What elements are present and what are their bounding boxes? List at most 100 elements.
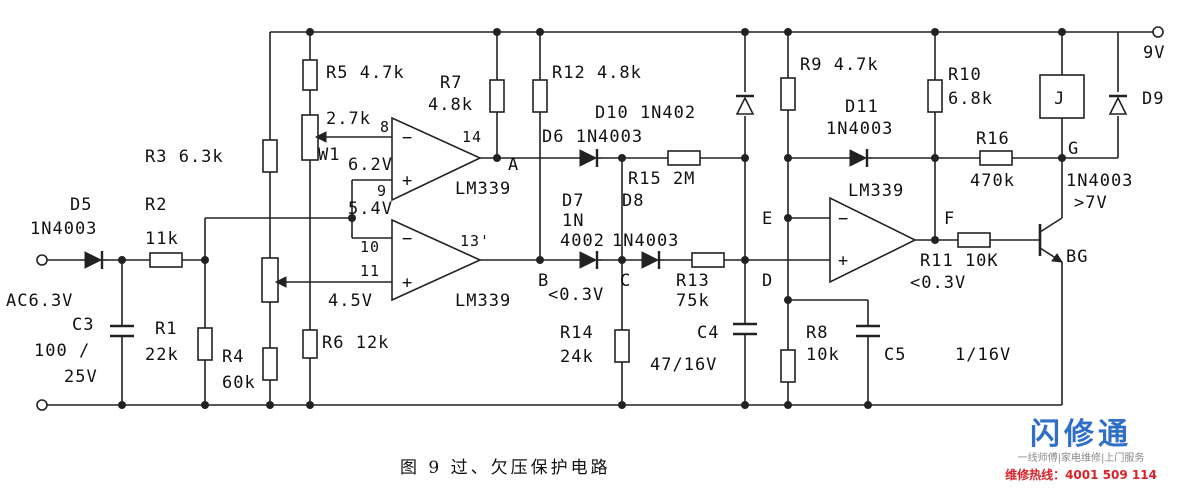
node-e: E (762, 209, 773, 229)
node-c: C (620, 271, 631, 291)
node-d: D (762, 271, 773, 291)
u1-part-label: LM339 (455, 179, 511, 199)
u3-part-label: LM339 (848, 181, 904, 201)
diode-d7 (579, 251, 602, 269)
resistor-r11 (957, 232, 991, 248)
d6-label: D6 1N4003 (542, 127, 643, 147)
resistor-r3 (262, 139, 278, 173)
pin-9: 9 (377, 182, 387, 200)
transistor-bg (1038, 217, 1063, 263)
diode-d8 (641, 251, 664, 269)
d5-value: 1N4003 (30, 219, 97, 239)
resistor-r1 (197, 327, 213, 361)
node-b: B (538, 271, 549, 291)
resistor-r14 (614, 329, 630, 363)
resistor-r6 (302, 329, 318, 359)
c5-value: 1/16V (955, 345, 1011, 365)
resistor-r12 (532, 79, 548, 113)
resistor-r5 (302, 59, 318, 91)
u2-plus-sign: + (402, 273, 413, 293)
voltage-4-5v: 4.5V (328, 291, 373, 311)
u1-minus-sign: − (402, 128, 413, 148)
pin-10: 10 (360, 238, 380, 256)
d5-ref: D5 (70, 195, 92, 215)
r4-value: 60k (222, 373, 256, 393)
node-a: A (508, 155, 519, 175)
resistor-r16 (979, 150, 1013, 166)
figure-caption: 图 9 过、欠压保护电路 (400, 458, 611, 478)
diode-d11 (849, 149, 872, 167)
u2-part-label: LM339 (455, 291, 511, 311)
d10-label: D10 1N402 (595, 103, 696, 123)
resistor-r15 (667, 150, 701, 166)
d7-value-2: 4002 (560, 231, 605, 251)
r3-label: R3 6.3k (145, 147, 224, 167)
r16-ref: R16 (976, 129, 1010, 149)
u2-minus-sign: − (402, 229, 413, 249)
d11-ref: D11 (845, 97, 879, 117)
diode-d6 (579, 149, 602, 167)
c3-value-2: 25V (64, 367, 98, 387)
w1-ref: W1 (318, 145, 340, 165)
bg-label: BG (1066, 247, 1088, 267)
d9-type-label: 1N4003 (1066, 171, 1133, 191)
r13-ref: R13 (676, 271, 710, 291)
capacitor-c3 (110, 324, 134, 338)
comparator-u3 (829, 196, 917, 284)
labels: 9V AC6.3V D5 1N4003 R2 11k C3 100 / 25V … (6, 43, 1164, 478)
r13-value: 75k (676, 291, 710, 311)
ac-input-terminal-top (36, 254, 48, 266)
wires (45, 31, 1155, 406)
u1-plus-sign: + (402, 171, 413, 191)
w1-wiper-arrow (314, 131, 327, 143)
voltage-f: <0.3V (910, 273, 966, 293)
ac-input-terminal-bottom (36, 399, 48, 411)
r8-value: 10k (806, 345, 840, 365)
d8-ref: D8 (622, 191, 644, 211)
r7-value: 4.8k (428, 95, 473, 115)
junction-dots (118, 28, 1066, 409)
voltage-5-4v: 5.4V (348, 199, 393, 219)
u3-minus-sign: − (838, 209, 849, 229)
r10-ref: R10 (948, 65, 982, 85)
voltage-b: <0.3V (548, 285, 604, 305)
r2-value: 11k (145, 229, 179, 249)
supply-terminal-9v (1152, 26, 1164, 38)
diode-d10 (735, 94, 755, 115)
r1-ref: R1 (155, 319, 177, 339)
r9-label: R9 4.7k (800, 55, 879, 75)
resistor-r4 (262, 347, 278, 381)
potentiometer-w1 (301, 114, 319, 161)
pin-13: 13' (460, 232, 490, 250)
r16-value: 470k (970, 171, 1015, 191)
relay-j-label: J (1054, 89, 1065, 109)
node-g: G (1068, 139, 1079, 159)
r5-label: R5 4.7k (326, 63, 405, 83)
r7-ref: R7 (440, 73, 462, 93)
r14-ref: R14 (560, 323, 594, 343)
relay-j (1039, 74, 1085, 119)
r-pot-wiper-arrow (274, 276, 287, 288)
r10-value: 6.8k (948, 89, 993, 109)
voltage-6-2v: 6.2V (348, 155, 393, 175)
c3-value-1: 100 / (34, 341, 90, 361)
brand-logo-text: 闪修通 (1030, 417, 1132, 452)
resistor-r2 (149, 252, 183, 268)
r4-ref: R4 (222, 347, 244, 367)
pin-11: 11 (360, 262, 380, 280)
d8-value: 1N4003 (612, 231, 679, 251)
resistor-r7 (489, 79, 505, 113)
resistor-r10 (927, 79, 943, 113)
pin-14: 14 (462, 128, 482, 146)
r8-ref: R8 (806, 323, 828, 343)
r12-label: R12 4.8k (552, 63, 642, 83)
c4-value: 47/16V (650, 355, 717, 375)
potentiometer-r-wiper (261, 257, 279, 303)
voltage-g: >7V (1074, 193, 1108, 213)
d7-value-1: 1N (562, 211, 584, 231)
d11-value: 1N4003 (826, 119, 893, 139)
capacitor-c5 (856, 324, 880, 338)
node-f: F (944, 209, 955, 229)
